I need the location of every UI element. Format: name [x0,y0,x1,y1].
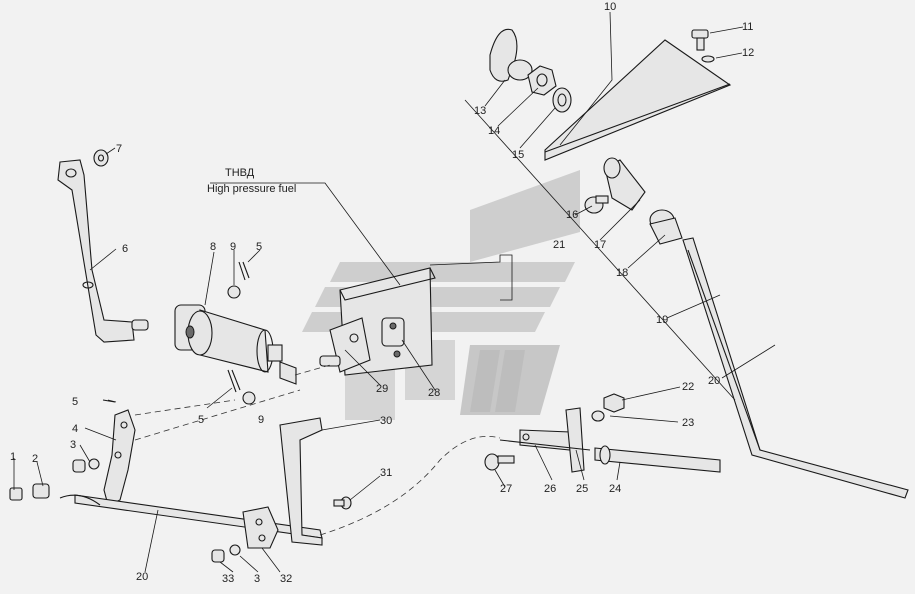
bracket-30 [279,417,323,546]
pump-outline [429,254,513,301]
dash-2 [134,389,301,441]
callout-5a: 5 [72,396,78,408]
callout-30: 30 [380,415,392,427]
leader-lines [13,11,776,573]
callout-18: 18 [616,267,628,279]
nut-3-left [72,459,86,473]
clamp-2 [32,483,50,499]
callout-3a: 3 [70,439,76,451]
nut-33 [211,549,225,563]
bolt-16 [584,195,609,214]
callout-20a: 20 [708,375,720,387]
knob-13 [489,28,533,82]
separation-line [464,99,736,401]
bracket-32 [242,506,279,549]
bolt-11 [691,29,709,51]
callout-14: 14 [488,125,500,137]
lever-29 [319,317,371,373]
callout-6: 6 [122,243,128,255]
washer-3-left [88,458,100,470]
cotter-pin-lower [227,369,256,405]
callout-17: 17 [594,239,606,251]
nut-14 [527,65,557,96]
nut-22 [603,393,625,413]
callout-10: 10 [604,1,616,13]
callout-15: 15 [512,149,524,161]
callout-21: 21 [553,239,565,251]
callout-13: 13 [474,105,486,117]
rod-20-lower [59,494,323,539]
dash-1 [134,399,236,416]
callout-28: 28 [428,387,440,399]
callout-numbers: 1 2 3 3 4 5 5 5 6 7 8 9 9 10 11 12 13 14… [10,1,754,585]
callout-23: 23 [682,417,694,429]
callout-5c: 5 [256,241,262,253]
callout-1: 1 [10,451,16,463]
callout-9a: 9 [230,241,236,253]
dash-3 [294,364,331,376]
callout-25: 25 [576,483,588,495]
callout-7: 7 [116,143,122,155]
callout-5b: 5 [198,414,204,426]
callout-24: 24 [609,483,621,495]
solenoid [174,304,297,385]
washer-7-hole [97,154,105,162]
callout-8: 8 [210,241,216,253]
bolt-1 [9,487,23,501]
callout-27: 27 [500,483,512,495]
bracket-26 [519,407,585,473]
callout-22: 22 [682,381,694,393]
callout-9b: 9 [258,414,264,426]
washer-3-lower [229,544,241,556]
cable-25 [499,439,591,451]
callout-2: 2 [32,453,38,465]
fitting-17 [603,157,646,211]
washer-23 [591,410,605,422]
callout-20b: 20 [136,571,148,583]
cover-10 [544,39,732,161]
cotter-pin-top [227,261,250,299]
callout-11: 11 [742,21,753,33]
callout-32: 32 [280,573,292,585]
dash-4 [319,435,501,536]
cable-24 [594,445,721,473]
cotter-pin-5-lower [102,399,116,403]
fitting-18 [649,209,683,245]
bolt-27 [484,453,515,471]
lever-4 [103,409,136,506]
annotation-line-1: ТНВД [225,167,255,179]
callout-26: 26 [544,483,556,495]
bolt-31 [333,496,352,510]
callout-19: 19 [656,314,668,326]
callout-12: 12 [742,47,754,59]
callout-33: 33 [222,573,234,585]
rod-19 [682,237,909,499]
callout-4: 4 [72,423,78,435]
callout-31: 31 [380,467,392,479]
annotation-line-2: High pressure fuel [207,183,296,195]
callout-16: 16 [566,209,578,221]
washer-15 [552,87,572,113]
washer-7 [93,149,109,167]
washer-12 [701,55,715,63]
callout-29: 29 [376,383,388,395]
pedal-lever [57,159,149,343]
callout-3b: 3 [254,573,260,585]
